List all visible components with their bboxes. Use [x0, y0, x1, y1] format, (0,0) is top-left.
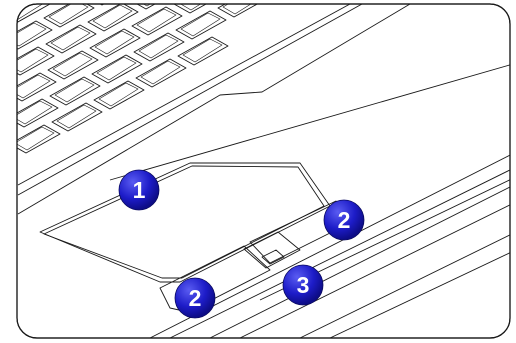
callout-1: 1: [119, 170, 159, 210]
callout-2-left-label: 2: [189, 285, 202, 311]
keyboard-key: [42, 0, 92, 1]
keyboard-key-top: [91, 0, 130, 2]
callout-3: 3: [283, 265, 323, 305]
callout-2-right: 2: [324, 200, 364, 240]
callout-2-left: 2: [175, 278, 215, 318]
callout-1-label: 1: [133, 177, 146, 203]
callout-3-label: 3: [297, 272, 310, 298]
callout-2-right-label: 2: [338, 207, 351, 233]
